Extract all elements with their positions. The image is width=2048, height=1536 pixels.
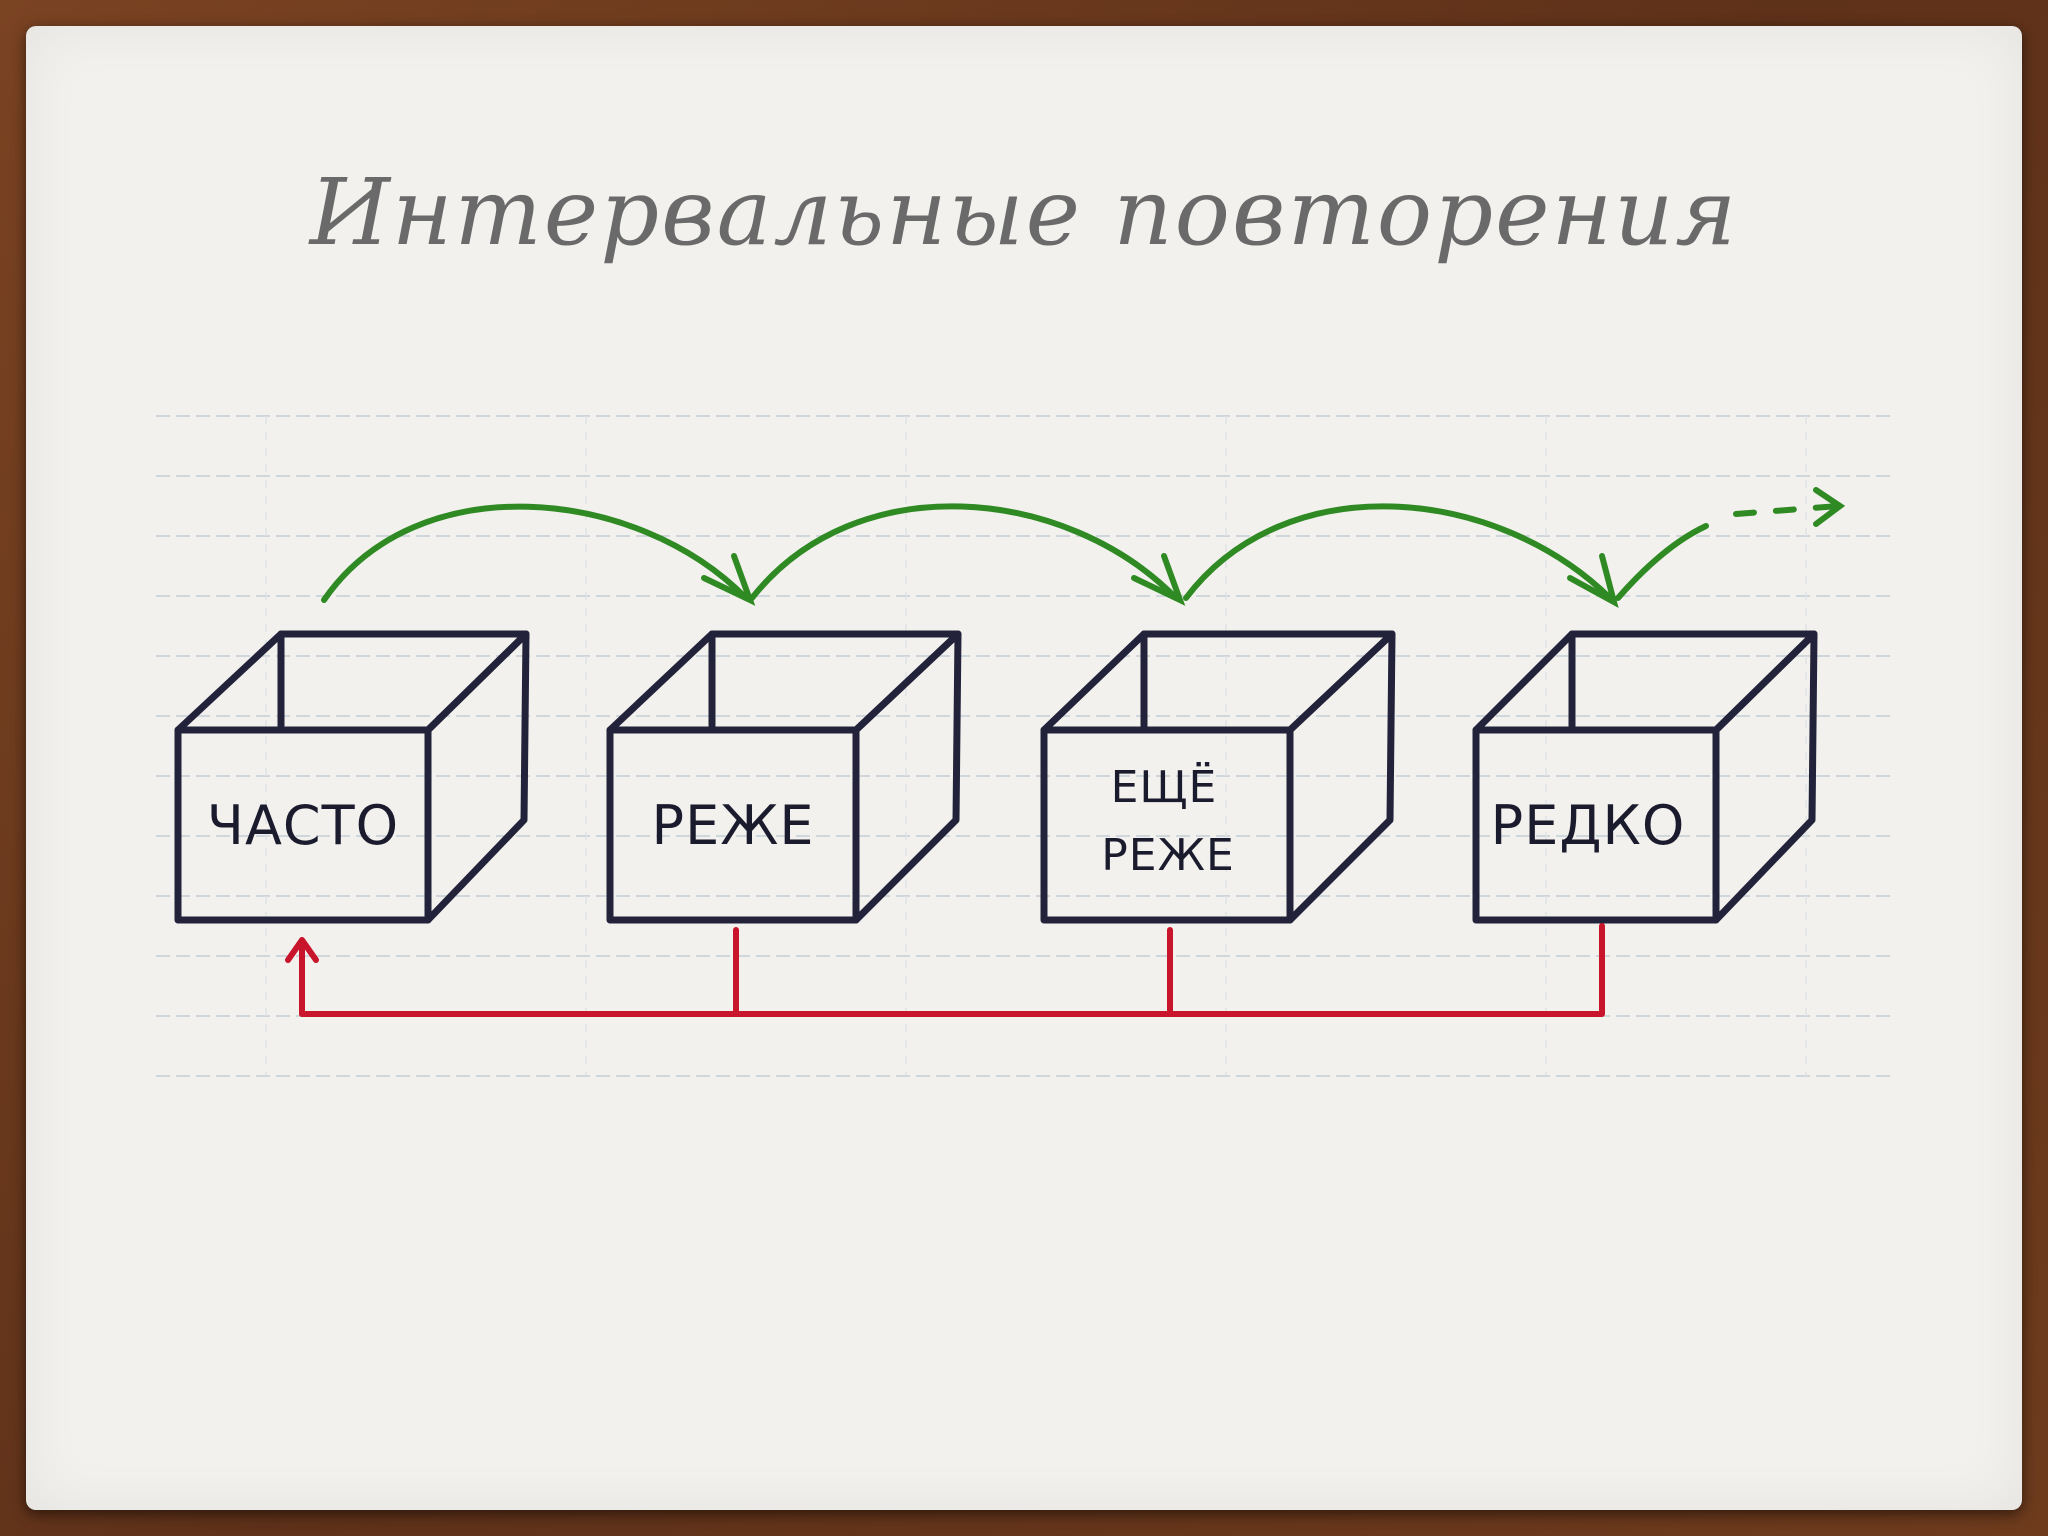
promote-arrow [1183, 503, 1613, 601]
arrowhead-icon [1813, 487, 1846, 527]
spaced-repetition-diagram: Интервальные повторения ЧАСТО РЕЖЕ [156, 159, 1896, 1077]
box-front-face [606, 726, 860, 924]
box-label: РЕДКО [1491, 794, 1686, 857]
diagram-title: Интервальные повторения [308, 159, 1739, 266]
arrowhead-icon [1567, 553, 1619, 608]
box-label-line-2: РЕЖЕ [1101, 830, 1235, 881]
promote-arrow [321, 503, 749, 603]
arrowhead-icon [285, 937, 319, 963]
box-front-face [1040, 726, 1294, 924]
promote-arrow-dashed [1733, 503, 1841, 517]
promotion-arrows [321, 487, 1846, 608]
box-label-line-1: ЕЩЁ [1111, 761, 1218, 813]
box-label: ЧАСТО [207, 794, 399, 857]
demotion-line [285, 923, 1605, 1017]
promote-arrow [749, 503, 1179, 601]
box-front-face [1472, 726, 1720, 924]
box-front-face [174, 726, 432, 924]
box-2: РЕЖЕ [606, 630, 962, 924]
demote-return-line [299, 923, 1605, 1017]
promote-arrow [1615, 523, 1709, 601]
box-1: ЧАСТО [174, 630, 530, 924]
paper-sheet: Интервальные повторения ЧАСТО РЕЖЕ [26, 26, 2022, 1510]
box-4: РЕДКО [1472, 630, 1818, 924]
box-label: РЕЖЕ [652, 794, 815, 857]
arrowhead-icon [1131, 553, 1186, 606]
box-3: ЕЩЁ РЕЖЕ [1040, 630, 1396, 924]
